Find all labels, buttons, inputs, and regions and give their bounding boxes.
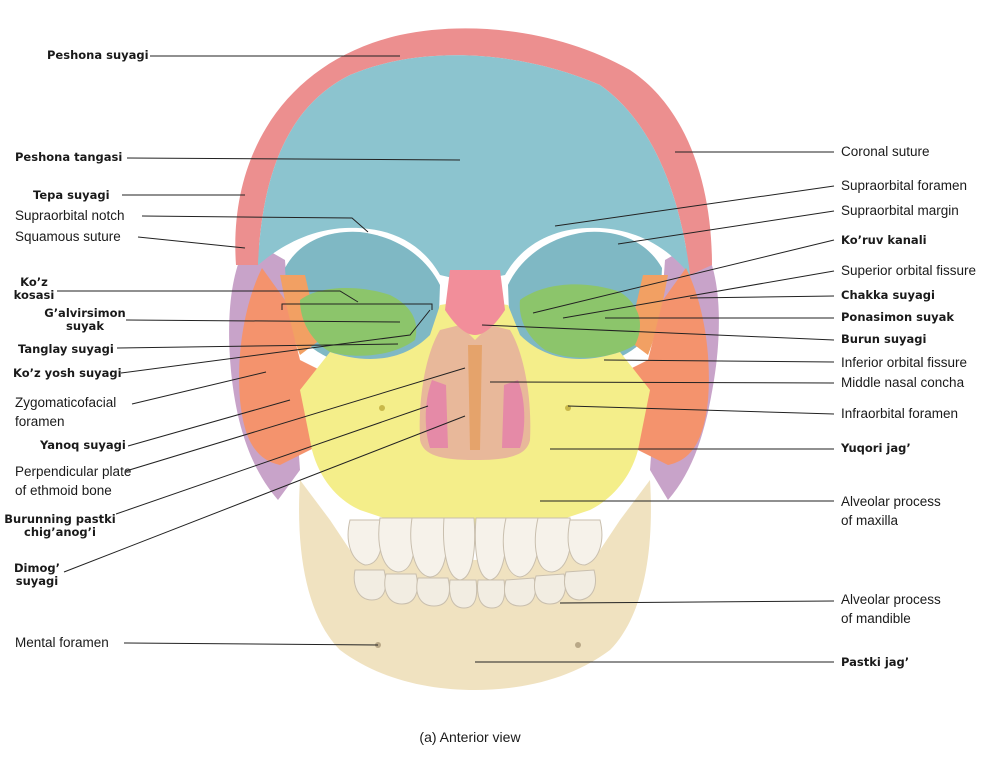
leader-supraorbital-notch [141, 215, 369, 233]
label-dimog-suyagi: Dimog’ suyagi [14, 561, 60, 588]
label-koruv-kanali: Ko’ruv kanali [841, 233, 927, 247]
label-superior-orbital-fissure: Superior orbital fissure [841, 263, 977, 278]
leader-orbit-bracket [281, 303, 433, 310]
label-supraorbital-margin: Supraorbital margin [841, 203, 959, 218]
label-middle-nasal-concha: Middle nasal concha [841, 375, 965, 390]
leader-koz-kosasi [57, 290, 359, 303]
mental-foramen-right [575, 642, 581, 648]
sphenoid-orbit-left [280, 275, 320, 355]
label-ponasimon-suyak: Ponasimon suyak [841, 310, 955, 324]
frontal-bone [258, 55, 690, 282]
leader-chakka-suyagi [689, 295, 835, 299]
label-alveolar-process-mandible: Alveolar process of mandible [841, 592, 941, 626]
leader-squamous-suture [137, 236, 246, 249]
label-zygomaticofacial-foramen: Zygomaticofacial foramen [15, 395, 117, 429]
leader-infraorbital-foramen [567, 405, 835, 415]
label-yanoq-suyagi: Yanoq suyagi [40, 438, 126, 452]
nasal-bones [445, 270, 505, 335]
label-koz-yosh-suyagi: Ko’z yosh suyagi [13, 366, 122, 380]
skull-bones [229, 28, 719, 690]
leader-zygomaticofacial-foramen [131, 371, 267, 405]
leader-perpendicular-plate [125, 367, 466, 472]
label-supraorbital-notch: Supraorbital notch [15, 208, 125, 223]
leader-supraorbital-foramen [554, 185, 835, 227]
leader-peshona-tangasi [126, 157, 461, 161]
label-tanglay-suyagi: Tanglay suyagi [18, 342, 114, 356]
leader-burun-suyagi [481, 324, 835, 341]
leader-inferior-orbital-fissure [603, 359, 835, 363]
label-alveolar-process-maxilla: Alveolar process of maxilla [841, 494, 941, 528]
label-tepa-suyagi: Tepa suyagi [33, 188, 110, 202]
leader-koz-yosh-suyagi [120, 309, 431, 374]
vomer-shape [468, 345, 482, 450]
label-coronal-suture: Coronal suture [841, 144, 930, 159]
leader-alveolar-mandible [559, 600, 835, 604]
label-koz-kosasi: Ko’z kosasi [13, 275, 55, 302]
nasal-cavity-inner-right [502, 380, 525, 448]
leader-lines [57, 55, 835, 663]
label-yuqori-jag: Yuqori jag’ [841, 441, 911, 455]
orbital-green-right [519, 284, 640, 358]
label-squamous-suture: Squamous suture [15, 229, 121, 244]
leader-tanglay-suyagi [116, 343, 399, 349]
leader-mental-foramen [123, 642, 379, 646]
label-galvirsimon-suyak: G’alvirsimon suyak [44, 306, 126, 333]
label-pastki-jag: Pastki jag’ [841, 655, 910, 669]
label-mental-foramen: Mental foramen [15, 635, 109, 650]
leader-supraorbital-margin [617, 210, 835, 245]
label-peshona-suyagi: Peshona suyagi [47, 48, 149, 62]
leader-koruv-kanali [532, 239, 835, 314]
label-burun-suyagi: Burun suyagi [841, 332, 927, 346]
leader-yanoq-suyagi [127, 399, 291, 447]
teeth-lower [353, 569, 596, 609]
label-perpendicular-plate: Perpendicular plate of ethmoid bone [15, 464, 132, 498]
label-inferior-orbital-fissure: Inferior orbital fissure [841, 355, 968, 370]
leader-middle-nasal-concha [489, 381, 835, 384]
label-supraorbital-foramen: Supraorbital foramen [841, 178, 968, 193]
nasal-cavity-inner-left [425, 380, 448, 448]
label-peshona-tangasi: Peshona tangasi [15, 150, 123, 164]
label-infraorbital-foramen: Infraorbital foramen [841, 406, 959, 421]
infraorbital-foramen-left [379, 405, 385, 411]
label-burunning-pastki-chiganogi: Burunning pastki chig’anog’i [4, 512, 116, 539]
leader-galvirsimon-suyak [125, 319, 401, 323]
leader-burunning-pastki [115, 405, 429, 515]
leader-dimog-suyagi [63, 415, 466, 573]
label-chakka-suyagi: Chakka suyagi [841, 288, 935, 302]
leader-superior-orbital-fissure [562, 270, 835, 319]
teeth-upper [347, 517, 603, 581]
figure-caption: (a) Anterior view [419, 729, 521, 745]
